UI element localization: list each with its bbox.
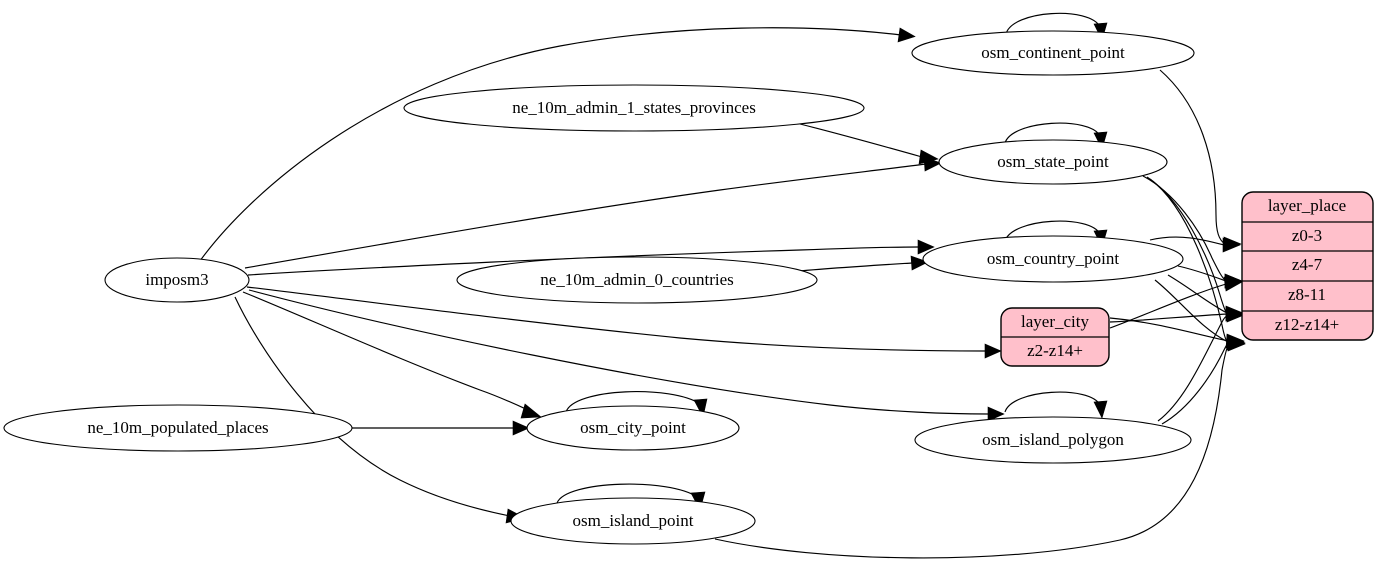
edge-osm_island_polygon-to-layer_place-z8-11 [1157, 307, 1245, 422]
edge-osm_continent_point-to-layer_place-z0-3 [1159, 69, 1242, 252]
node-ne_10m_admin_0_countries[interactable]: ne_10m_admin_0_countries [456, 256, 818, 304]
node-ne_10m_admin_1_states_provinces[interactable]: ne_10m_admin_1_states_provinces [403, 84, 865, 132]
node-osm_island_polygon[interactable]: osm_island_polygon [914, 416, 1192, 464]
record-node-layer_place[interactable]: layer_place z0-3 z4-7 z8-11 z12-z14+ [1241, 191, 1374, 341]
edge-self-osm_state_point [1004, 122, 1108, 150]
node-osm_continent_point[interactable]: osm_continent_point [911, 30, 1195, 76]
node-osm_city_point[interactable]: osm_city_point [526, 405, 740, 451]
edge-osm_island_point-to-layer_place-z12 [714, 336, 1246, 559]
edge-self-osm_island_polygon [1004, 391, 1108, 419]
node-osm_island_point[interactable]: osm_island_point [510, 497, 756, 545]
edge-imposm3-to-osm_island_polygon [248, 289, 1005, 422]
node-osm_country_point[interactable]: osm_country_point [922, 235, 1184, 283]
edge-imposm3-to-osm_state_point [244, 156, 942, 269]
record-node-layer_city[interactable]: layer_city z2-z14+ [1000, 307, 1110, 367]
edge-osm_country_point-to-layer_place-z0-3 [1149, 236, 1241, 253]
node-osm_state_point[interactable]: osm_state_point [938, 139, 1168, 185]
edge-ne_admin_0_countries-to-osm_country_point [787, 255, 929, 273]
edge-imposm3-to-layer_city-z2 [246, 286, 1002, 359]
edge-ne_states_provinces-to-osm_state_point [799, 123, 939, 165]
edge-imposm3-to-osm_continent_point [196, 27, 916, 266]
edge-imposm3-to-osm_city_point [242, 291, 542, 419]
edge-layer_city-to-layer_place-z4-7 [1109, 276, 1243, 329]
edge-ne_populated_places-to-osm_city_point [352, 420, 530, 436]
edge-imposm3-to-osm_country_point [247, 239, 935, 276]
node-imposm3[interactable]: imposm3 [104, 257, 250, 303]
node-ne_10m_populated_places[interactable]: ne_10m_populated_places [3, 404, 353, 452]
